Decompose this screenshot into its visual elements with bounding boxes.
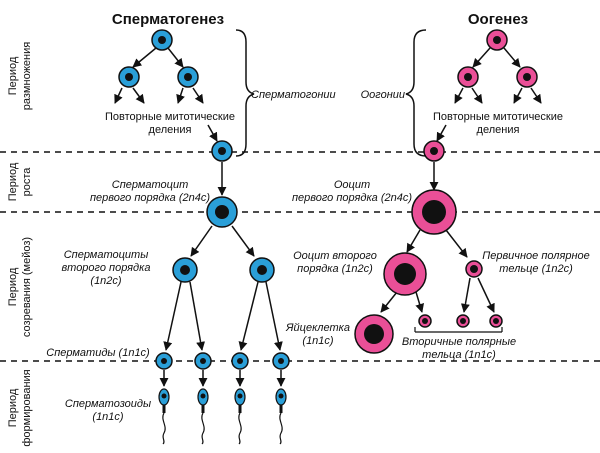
spermatocyte-2-label: (1n2c) [90,275,122,287]
svg-text:Период: Период [7,388,19,427]
curly-brace-icon [235,29,255,157]
sperm-tail-icon [279,412,283,445]
primary-polar-body [465,260,483,278]
egg-label: Яйцеклетка [285,322,350,334]
period-label-maturation: Период созревания (мейоз) [7,237,33,337]
sperm-tail-icon [162,412,166,445]
primary-polar-body-label: тельце (1n2c) [499,263,573,275]
mitotic-divisions-label: Повторные митотические [433,111,563,123]
spermatozoa-label: Сперматозоиды [65,398,151,410]
spermatozoon [158,388,170,445]
polar-bodies-bracket [414,327,503,333]
curly-brace-icon [405,29,427,157]
spermatogonium-cell [177,66,199,88]
spermatozoa-label: (1n1c) [92,411,124,423]
spermatogonium-cell [211,140,233,162]
spermatid-cell [194,352,212,370]
svg-text:Период: Период [7,56,19,95]
spermatogonium-cell [118,66,140,88]
period-label-reproduction: Период размножения [7,42,33,110]
sperm-tail-icon [238,412,242,445]
svg-text:размножения: размножения [21,42,33,110]
mitotic-divisions-label: Повторные митотические [105,111,235,123]
spermatid-cell [272,352,290,370]
spermatozoon [234,388,246,445]
oocyte-2-label: Ооцит второго [293,250,377,262]
oogonia-label: Оогонии [361,89,405,101]
header-oogenesis: Оогенез [468,11,528,28]
oogonium-cell [457,66,479,88]
svg-text:созревания (мейоз): созревания (мейоз) [21,237,33,337]
svg-text:Период: Период [7,162,19,201]
oocyte-1-label: первого порядка (2n4c) [292,192,412,204]
svg-text:формирования: формирования [21,369,33,446]
spermatids-label: Сперматиды (1n1c) [46,347,150,359]
svg-text:Период: Период [7,267,19,306]
mitotic-divisions-label: деления [477,124,520,136]
header-spermatogenesis: Сперматогенез [112,11,224,28]
oocyte-1-label: Ооцит [334,179,370,191]
primary-polar-body-label: Первичное полярное [482,250,590,262]
period-label-growth: Период роста [7,162,33,201]
spermatocyte-1-label: Сперматоцит [112,179,189,191]
period-label-formation: Период формирования [7,369,33,446]
spermatocyte-2-cell [249,257,275,283]
oogonium-cell [486,29,508,51]
mitotic-divisions-label: деления [149,124,192,136]
secondary-polar-bodies-label: тельца (1n1c) [422,349,496,361]
secondary-polar-body [418,314,432,328]
oogonium-cell [516,66,538,88]
spermatogenesis-branch [114,47,286,387]
spermatocyte-2-label: Сперматоциты [64,249,149,261]
spermatid-cell [155,352,173,370]
spermatid-cell [231,352,249,370]
secondary-polar-bodies-label: Вторичные полярные [402,336,516,348]
spermatogonium-cell [151,29,173,51]
oocyte-2-label: порядка (1n2c) [297,263,373,275]
oogonium-cell [423,140,445,162]
spermatozoon [197,388,209,445]
spermatocyte-2-label: второго порядка [62,262,151,274]
oogenesis-branch [380,47,542,313]
spermatocyte-1-cell [206,196,238,228]
spermatocyte-2-cell [172,257,198,283]
secondary-polar-body [489,314,503,328]
egg-label: (1n1c) [302,335,334,347]
spermatozoon [275,388,287,445]
spermatogonia-label: Сперматогонии [251,89,336,101]
sperm-tail-icon [201,412,205,445]
egg-cell [354,314,394,354]
oocyte-1-cell [411,189,457,235]
oocyte-2-cell [383,252,427,296]
spermatocyte-1-label: первого порядка (2n4c) [90,192,210,204]
secondary-polar-body [456,314,470,328]
svg-text:роста: роста [21,167,33,197]
